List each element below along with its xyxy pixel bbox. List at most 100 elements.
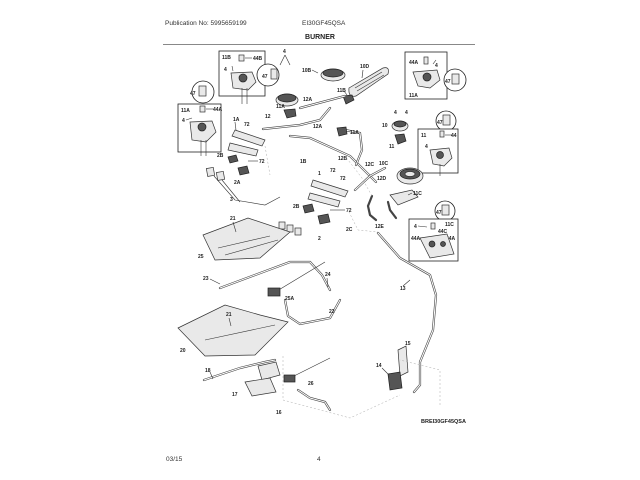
valve-11A-mid <box>336 126 348 137</box>
valve-bank-1A: 1A 72 2B 72 2A <box>217 117 266 186</box>
callout-72: 72 <box>346 208 352 214</box>
shutoff-valve-14 <box>387 371 403 391</box>
igniter-25A <box>267 287 281 297</box>
assembly-guide-lines <box>264 145 441 419</box>
callout-11C: 11C <box>413 191 422 197</box>
manifold-rail-1 <box>310 179 349 198</box>
callout-12C: 12C <box>365 162 375 168</box>
callout-17: 17 <box>232 392 238 398</box>
inset-11: 47 11 44 4 <box>417 110 459 176</box>
igniter-harness-3: 3 <box>205 166 281 206</box>
valve-2B-center <box>302 203 315 214</box>
orifice-44B <box>238 54 245 62</box>
callout-72: 72 <box>340 176 346 182</box>
callout-10B: 10B <box>302 68 312 74</box>
callout-12A: 12A <box>313 124 323 130</box>
callout-2C: 2C <box>346 227 353 233</box>
callout-72: 72 <box>244 122 250 128</box>
callout-44A: 44A <box>213 107 223 113</box>
callout-47: 47 <box>436 210 442 216</box>
callout-11A-box: 11A <box>181 108 190 114</box>
manifold-rail-1A <box>231 129 266 147</box>
shield-plate-20 <box>177 304 289 357</box>
callout-3: 3 <box>230 197 233 203</box>
callout-12D: 12D <box>377 176 387 182</box>
callout-23: 23 <box>203 276 209 282</box>
gas-manifold-tubing: 12 12A 11A 1B 12B 12C 12D 12E 13 <box>261 94 438 412</box>
heat-shield-25: 21 25 <box>198 216 291 261</box>
section-title: BURNER <box>305 34 335 41</box>
callout-44A: 44A <box>446 236 456 242</box>
model-number: EI30GF45QSA <box>302 20 346 27</box>
callout-22: 22 <box>329 309 335 315</box>
pressure-regulator-17 <box>244 377 277 397</box>
callout-12A: 12A <box>303 97 313 103</box>
callout-4: 4 <box>182 118 185 124</box>
callout-25: 25 <box>198 254 204 260</box>
callout-44A: 44A <box>411 236 421 242</box>
inset-11B: 11B 44B 4 47 <box>218 50 280 104</box>
callout-72: 72 <box>330 168 336 174</box>
valve-2A <box>237 165 250 176</box>
callout-12E: 12E <box>375 224 385 230</box>
oval-burner-10D <box>348 67 389 97</box>
drawing-code: BREI30GF45QSA <box>421 419 466 425</box>
callout-12B: 12B <box>338 156 348 162</box>
callout-10: 10 <box>382 123 388 129</box>
callout-18: 18 <box>205 368 211 374</box>
callout-26: 26 <box>308 381 314 387</box>
callout-11-box: 11 <box>421 133 427 139</box>
callout-11B-box: 11B <box>222 55 231 61</box>
burner-head-11A <box>189 120 217 143</box>
elbow-fitting <box>257 361 281 381</box>
callout-4: 4 <box>425 144 428 150</box>
header-divider <box>163 44 475 45</box>
valve-11 <box>394 133 407 145</box>
callout-2A: 2A <box>234 180 241 186</box>
inset-11C: 47 4 11C 44C 44A 44A <box>408 200 459 262</box>
callout-47: 47 <box>437 120 443 126</box>
callout-44A: 44A <box>409 60 419 66</box>
callout-44C: 44C <box>438 229 448 235</box>
burner-assembly-right: 4 4 10 11 10C 11C <box>379 110 424 206</box>
callout-10C: 10C <box>379 161 389 167</box>
callout-2B: 2B <box>217 153 224 159</box>
callout-11A: 11A <box>276 104 285 110</box>
gas-shutoff-assembly: 15 14 <box>376 341 411 391</box>
valve-11B <box>342 94 355 105</box>
callout-1A: 1A <box>233 117 240 123</box>
callout-4: 4 <box>435 63 438 69</box>
callout-47: 47 <box>445 79 451 85</box>
callout-4: 4 <box>414 224 417 230</box>
valve-2C <box>317 213 331 225</box>
valve-bank-1: 1 72 72 2B 72 2C 2 <box>278 168 353 242</box>
callout-44B: 44B <box>253 56 263 62</box>
callout-10D: 10D <box>360 64 370 70</box>
exploded-parts-diagram: 11B 44B 4 47 47 11A 44A 4 4 10B <box>177 49 467 419</box>
callout-13: 13 <box>400 286 406 292</box>
valve-11A <box>283 108 297 119</box>
callout-72: 72 <box>259 159 265 165</box>
callout-4: 4 <box>283 49 286 55</box>
callout-11B: 11B <box>337 88 346 94</box>
revision-date: 03/15 <box>166 456 183 463</box>
callout-15: 15 <box>405 341 411 347</box>
callout-11C-box: 11C <box>445 222 454 228</box>
callout-44: 44 <box>451 133 457 139</box>
callout-21: 21 <box>226 312 232 318</box>
publication-number: Publication No: 5995659199 <box>165 20 247 27</box>
shield-plate-25 <box>202 217 291 261</box>
valve-2B <box>227 154 239 164</box>
inset-11A-left: 47 11A 44A 4 <box>177 80 223 156</box>
callout-1: 1 <box>318 171 321 177</box>
callout-24: 24 <box>325 272 331 278</box>
callout-20: 20 <box>180 348 186 354</box>
callout-25A: 25A <box>285 296 295 302</box>
callout-4: 4 <box>224 67 227 73</box>
callout-2B: 2B <box>293 204 300 210</box>
callout-47: 47 <box>190 91 196 97</box>
callout-12: 12 <box>265 114 271 120</box>
callout-21: 21 <box>230 216 236 222</box>
callout-2: 2 <box>318 236 321 242</box>
callout-11A: 11A <box>350 130 359 136</box>
